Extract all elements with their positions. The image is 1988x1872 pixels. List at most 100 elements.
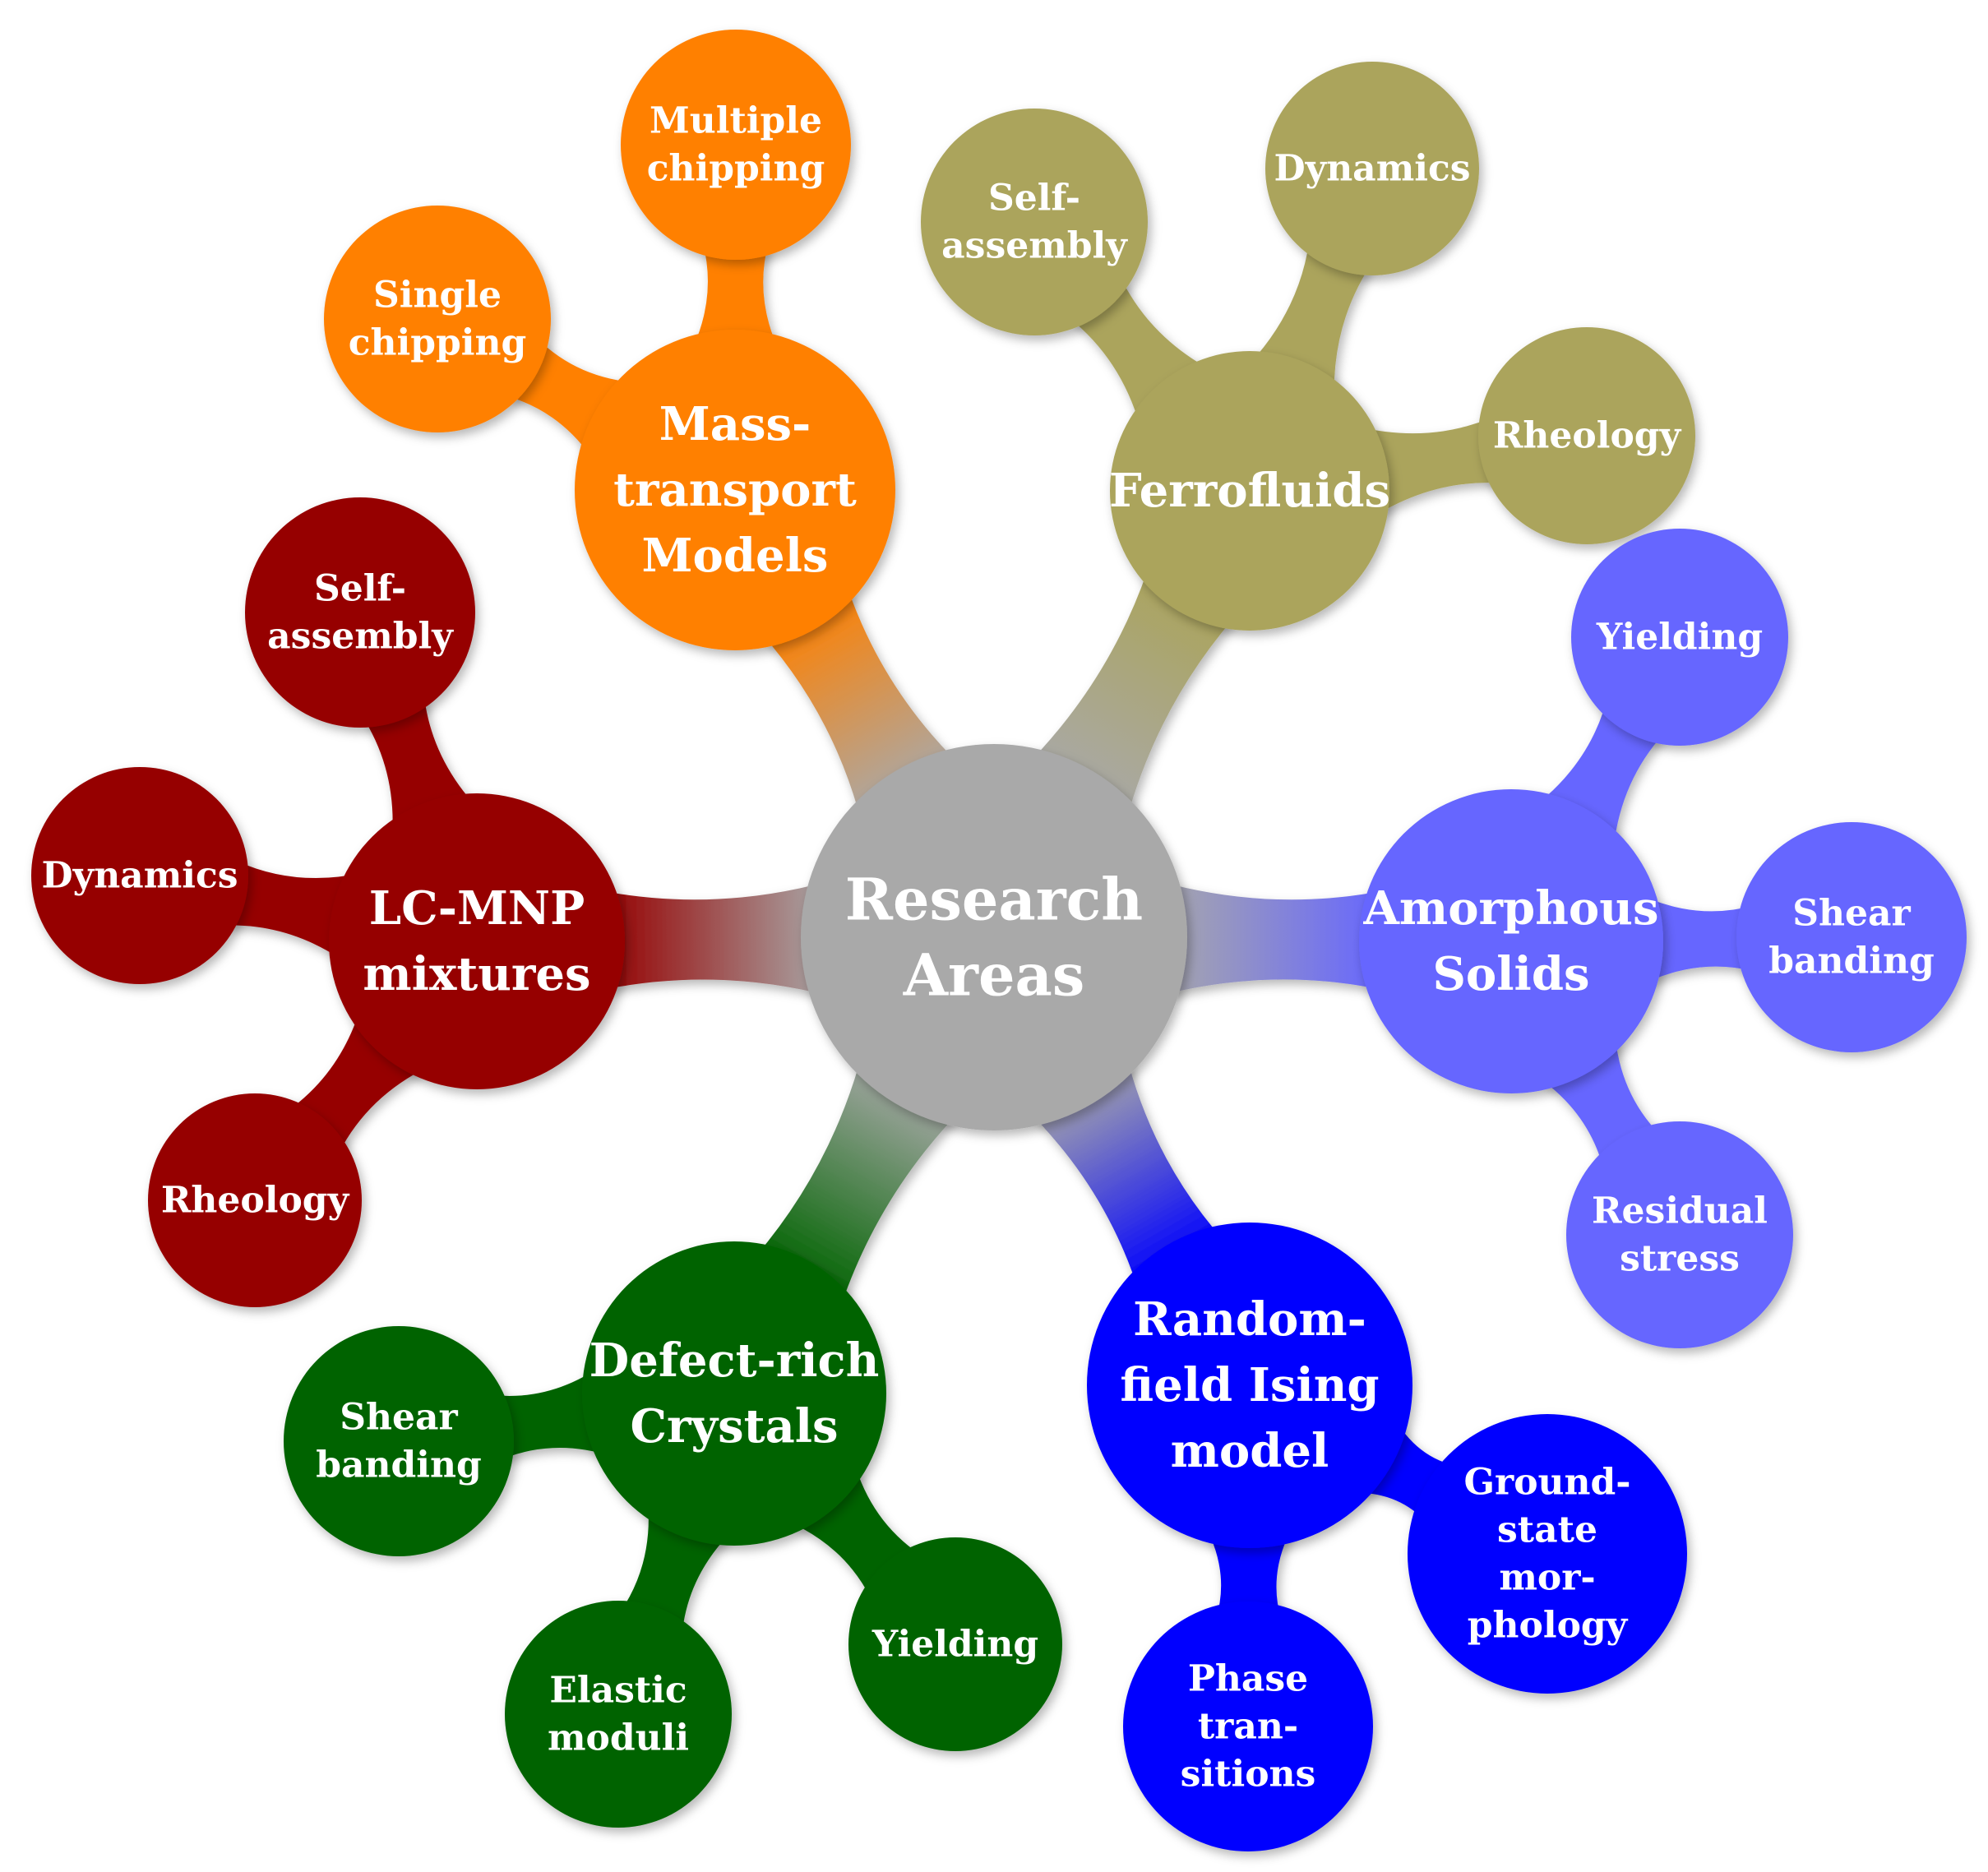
leaf-node-amorphous-solids-yielding: Yielding [1571,529,1788,746]
leaf-node-defect-rich-crystals-shear-banding-circle [284,1326,514,1556]
connector-lc-mnp-mixtures-dynamics [224,861,363,962]
leaf-node-amorphous-solids-shear-banding-label: Shear [1792,893,1911,935]
branch-node-mass-transport-label: transport [613,463,857,517]
root-node-research-areas-circle [801,744,1187,1130]
leaf-node-amorphous-solids-residual-stress: Residual stress [1566,1121,1793,1348]
leaf-node-random-field-ising-model-phase-transitions-label: tran- [1198,1706,1298,1748]
leaf-node-ferrofluids-dynamics: Dynamics [1265,62,1479,275]
leaf-node-mass-transport-multiple-chipping-label: chipping [647,148,825,190]
leaf-node-ferrofluids-self-assembly: Self-assembly [921,109,1148,335]
leaf-node-lc-mnp-mixtures-dynamics-label: Dynamics [41,855,238,897]
leaf-node-ferrofluids-dynamics-circle [1265,62,1479,275]
leaf-node-amorphous-solids-residual-stress-label: Residual [1592,1190,1768,1232]
leaf-node-amorphous-solids-shear-banding-circle [1736,822,1967,1052]
leaf-node-amorphous-solids-residual-stress-label: stress [1620,1238,1740,1280]
leaf-node-lc-mnp-mixtures-self-assembly-label: assembly [267,616,454,658]
leaf-node-defect-rich-crystals-yielding-circle [848,1537,1062,1751]
leaf-node-lc-mnp-mixtures-self-assembly-label: Self- [314,568,406,610]
branch-node-random-field-ising-model-circle [1087,1223,1412,1548]
leaf-node-ferrofluids-self-assembly-circle [921,109,1148,335]
leaf-node-defect-rich-crystals-shear-banding-label: Shear [340,1397,458,1439]
leaf-node-lc-mnp-mixtures-dynamics-circle [31,767,248,984]
leaf-node-defect-rich-crystals-elastic-moduli-circle [505,1601,732,1828]
leaf-node-random-field-ising-model-ground-state-morphology-circle [1408,1414,1687,1694]
leaf-node-mass-transport-multiple-chipping: Multiple chipping [621,30,851,260]
branch-node-defect-rich-crystals-label: Crystals [630,1399,838,1454]
leaf-node-random-field-ising-model-ground-state-morphology-label: Ground- [1463,1462,1630,1504]
leaf-node-mass-transport-multiple-chipping-circle [621,30,851,260]
leaf-node-random-field-ising-model-phase-transitions-label: Phase [1188,1658,1308,1700]
branch-node-lc-mnp-mixtures-circle [329,793,625,1089]
connector-root-amorphous-solids [1158,881,1383,996]
leaf-node-mass-transport-multiple-chipping-label: Multiple [650,100,822,142]
branch-node-mass-transport-label: Models [642,529,829,583]
leaf-node-defect-rich-crystals-elastic-moduli: Elastic moduli [505,1601,732,1828]
leaf-node-amorphous-solids-yielding-circle [1571,529,1788,746]
leaf-node-amorphous-solids-shear-banding: Shear banding [1736,822,1967,1052]
branch-node-amorphous-solids-label: Solids [1432,947,1589,1001]
leaf-node-random-field-ising-model-ground-state-morphology-label: mor- [1499,1557,1595,1599]
connector-root-defect-rich-crystals [755,1051,963,1306]
branch-node-random-field-ising-model: Random-field Ising model [1087,1223,1412,1548]
leaf-node-lc-mnp-mixtures-self-assembly: Self-assembly [245,497,475,728]
leaf-node-defect-rich-crystals-shear-banding: Shear banding [284,1326,514,1556]
leaf-node-lc-mnp-mixtures-dynamics: Dynamics [31,767,248,984]
connector-root-lc-mnp-mixtures [602,881,830,996]
connector-root-ferrofluids [1025,569,1234,824]
branch-node-ferrofluids-circle [1110,351,1389,631]
leaf-node-defect-rich-crystals-elastic-moduli-label: Elastic [549,1670,687,1712]
branch-node-defect-rich-crystals-circle [582,1241,886,1546]
connector-amorphous-solids-shear-banding [1639,894,1755,986]
leaf-node-defect-rich-crystals-yielding-label: Yielding [871,1624,1038,1666]
leaf-node-ferrofluids-dynamics-label: Dynamics [1274,148,1470,190]
leaf-node-random-field-ising-model-ground-state-morphology-label: phology [1468,1605,1629,1647]
leaf-node-random-field-ising-model-phase-transitions: Phase tran-sitions [1123,1602,1373,1851]
branch-node-amorphous-solids-circle [1359,789,1663,1093]
leaf-node-lc-mnp-mixtures-rheology: Rheology [148,1093,362,1307]
leaf-node-defect-rich-crystals-elastic-moduli-label: moduli [548,1717,689,1759]
branch-node-random-field-ising-model-label: field Ising [1120,1358,1379,1412]
leaf-node-ferrofluids-rheology: Rheology [1478,327,1695,544]
leaf-node-ferrofluids-self-assembly-label: assembly [941,225,1128,267]
branch-node-mass-transport-circle [575,330,895,650]
connector-random-field-ising-model-phase-transitions [1204,1523,1295,1620]
leaf-node-ferrofluids-rheology-circle [1478,327,1695,544]
leaf-node-amorphous-solids-shear-banding-label: banding [1768,941,1935,982]
nodes: ResearchAreasMass-transportModelsSinglec… [31,30,1967,1851]
branch-node-lc-mnp-mixtures-label: mixtures [363,947,590,1001]
leaf-node-ferrofluids-rheology-label: Rheology [1493,415,1682,457]
leaf-node-amorphous-solids-residual-stress-circle [1566,1121,1793,1348]
leaf-node-defect-rich-crystals-shear-banding-label: banding [316,1444,482,1486]
branch-node-defect-rich-crystals-label: Defect-rich [589,1334,880,1388]
branch-node-amorphous-solids-label: Amorphous [1362,881,1658,936]
leaf-node-random-field-ising-model-ground-state-morphology-label: state [1497,1509,1597,1551]
leaf-node-random-field-ising-model-ground-state-morphology: Ground-state mor-phology [1408,1414,1687,1694]
leaf-node-defect-rich-crystals-yielding: Yielding [848,1537,1062,1751]
leaf-node-mass-transport-single-chipping-label: Single [373,275,502,317]
connector-mass-transport-multiple-chipping [690,242,781,354]
leaf-node-lc-mnp-mixtures-rheology-label: Rheology [161,1180,350,1222]
connector-ferrofluids-rheology [1359,418,1501,516]
leaf-node-lc-mnp-mixtures-self-assembly-circle [245,497,475,728]
leaf-node-mass-transport-single-chipping-circle [324,206,551,432]
branch-node-lc-mnp-mixtures: LC-MNP mixtures [329,793,625,1089]
branch-node-mass-transport-label: Mass- [659,397,811,451]
root-node-research-areas-label: Research [845,866,1143,934]
root-node-research-areas-label: Areas [903,941,1085,1010]
branch-node-ferrofluids: Ferrofluids [1109,351,1390,631]
leaf-node-ferrofluids-self-assembly-label: Self- [988,178,1080,220]
branch-node-random-field-ising-model-label: Random- [1133,1292,1366,1347]
branch-node-lc-mnp-mixtures-label: LC-MNP [369,881,585,936]
leaf-node-random-field-ising-model-phase-transitions-label: sitions [1181,1754,1316,1796]
branch-node-ferrofluids-label: Ferrofluids [1109,464,1390,518]
leaf-node-random-field-ising-model-phase-transitions-circle [1123,1602,1373,1851]
leaf-node-amorphous-solids-yielding-label: Yielding [1596,617,1763,659]
branch-node-random-field-ising-model-label: model [1171,1424,1329,1478]
leaf-node-lc-mnp-mixtures-rheology-circle [148,1093,362,1307]
